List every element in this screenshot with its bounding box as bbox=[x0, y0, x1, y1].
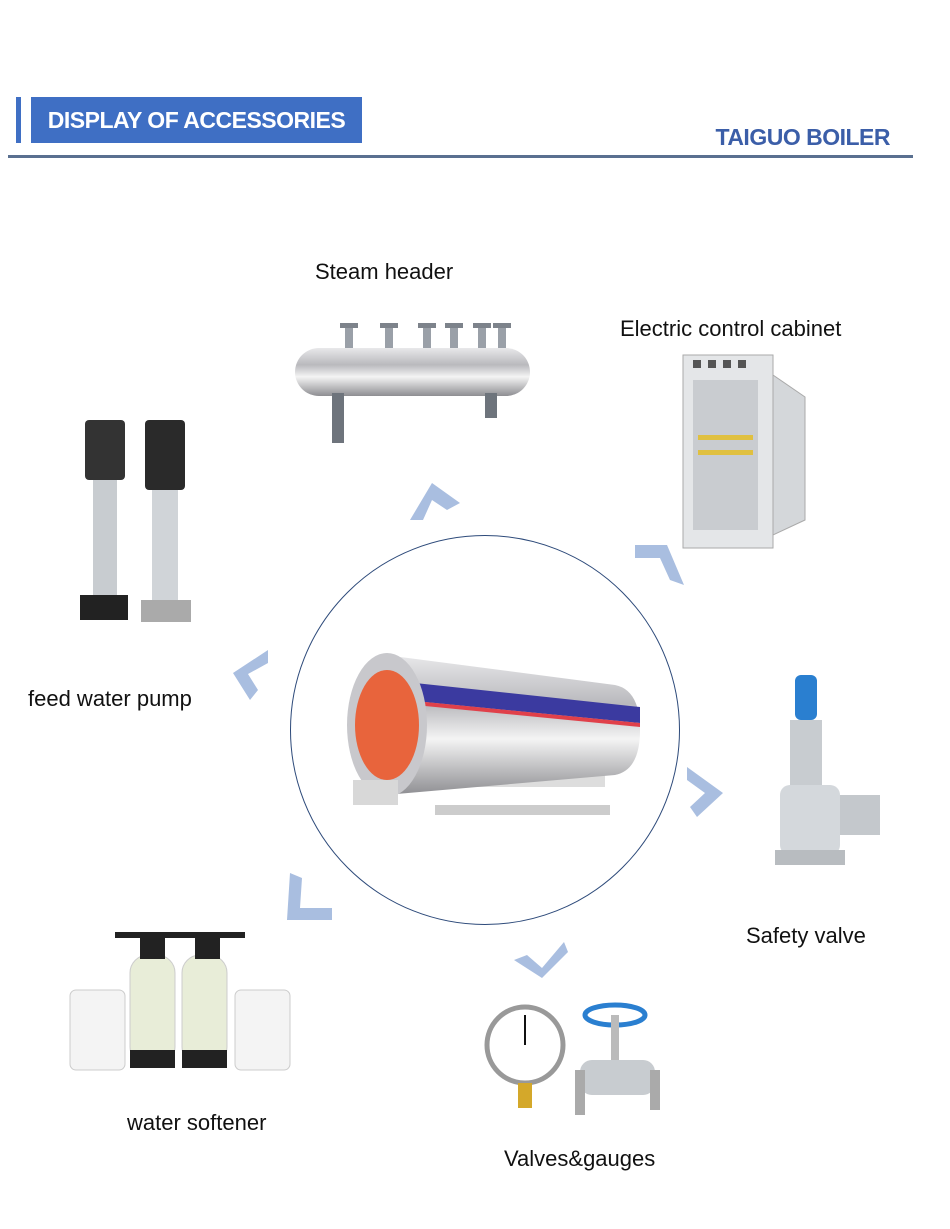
brand-name: TAIGUO BOILER bbox=[715, 124, 890, 150]
label-water-softener: water softener bbox=[127, 1110, 267, 1135]
label-feed-water-pump: feed water pump bbox=[28, 686, 192, 711]
label-electric-control-cabinet: Electric control cabinet bbox=[620, 316, 842, 341]
water-softener-image bbox=[69, 932, 291, 1071]
boiler-image bbox=[347, 653, 640, 815]
steam-header-image bbox=[295, 323, 530, 443]
arrow-up-icon bbox=[410, 483, 460, 520]
label-valves-gauges: Valves&gauges bbox=[504, 1146, 656, 1171]
arrow-right-icon bbox=[635, 545, 684, 585]
header-accent-bar bbox=[16, 97, 21, 143]
section-title: DISPLAY OF ACCESSORIES bbox=[31, 97, 362, 143]
arrow-down-icon bbox=[514, 942, 568, 978]
center-circle bbox=[290, 535, 680, 925]
header-divider bbox=[8, 155, 913, 158]
label-safety-valve: Safety valve bbox=[746, 923, 866, 948]
arrow-down-left-icon bbox=[287, 873, 332, 920]
control-cabinet-image bbox=[682, 354, 806, 549]
valves-gauges-image bbox=[484, 1002, 660, 1115]
arrow-left-icon bbox=[233, 650, 268, 700]
arrow-right-icon bbox=[687, 767, 723, 817]
feed-water-pump-image bbox=[80, 420, 191, 622]
safety-valve-image bbox=[775, 675, 880, 865]
label-steam-header: Steam header bbox=[315, 259, 454, 284]
